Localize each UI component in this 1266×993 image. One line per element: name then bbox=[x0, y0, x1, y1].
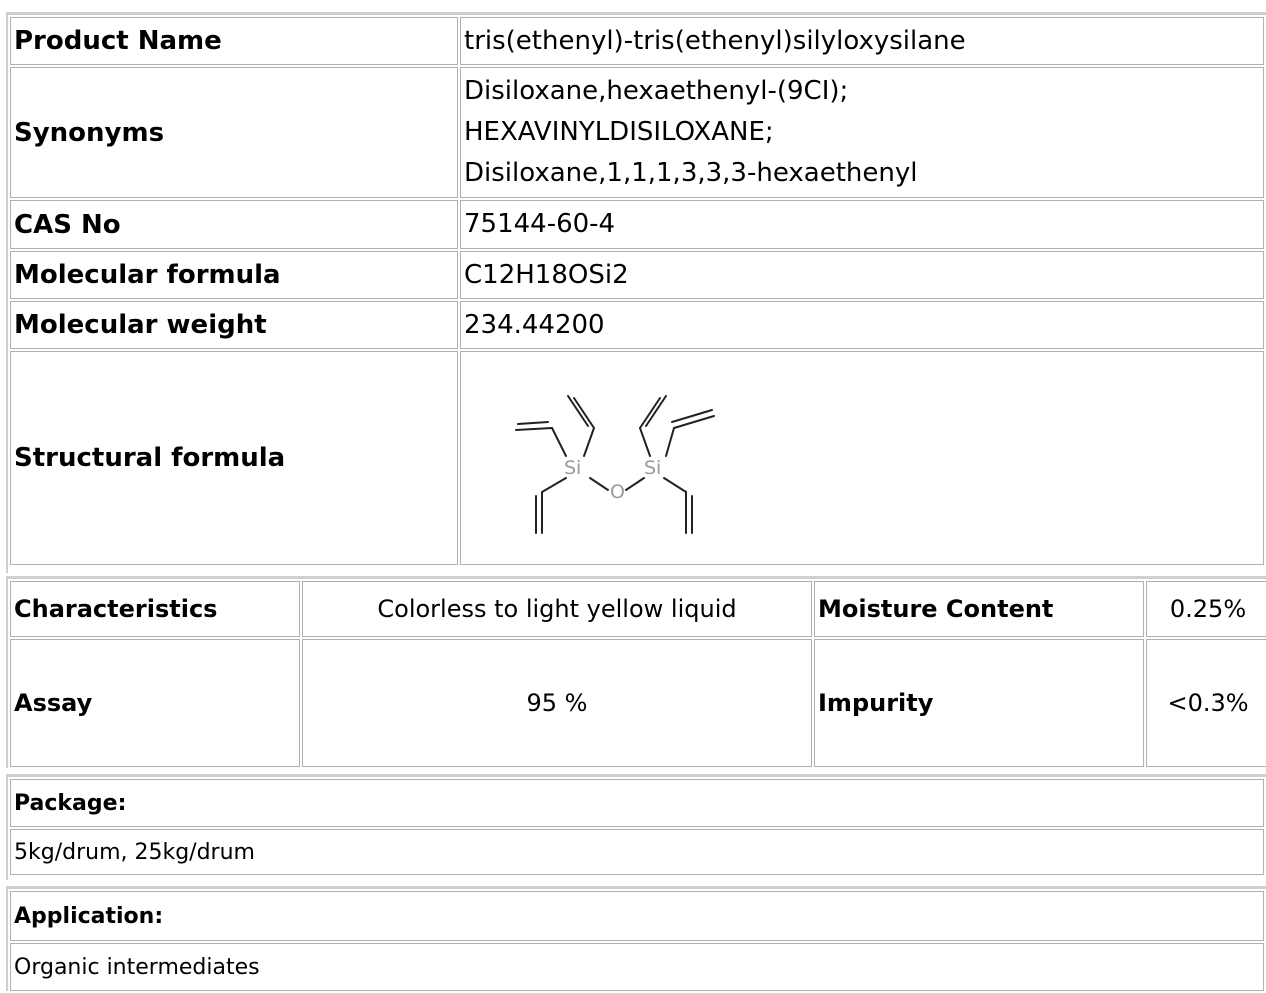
table-row: 5kg/drum, 25kg/drum bbox=[10, 829, 1264, 875]
oxygen-atom-label: O bbox=[610, 481, 625, 503]
characteristics-label: Characteristics bbox=[10, 581, 300, 637]
moisture-content-label: Moisture Content bbox=[814, 581, 1144, 637]
assay-value: 95 % bbox=[302, 639, 812, 767]
package-section: Package: 5kg/drum, 25kg/drum bbox=[6, 774, 1266, 880]
impurity-value: <0.3% bbox=[1146, 639, 1266, 767]
table-row: Molecular formula C12H18OSi2 bbox=[10, 251, 1264, 299]
moisture-content-value: 0.25% bbox=[1146, 581, 1266, 637]
synonym-item: Disiloxane,hexaethenyl-(9CI); bbox=[464, 76, 849, 106]
synonyms-label: Synonyms bbox=[10, 67, 458, 198]
molecular-formula-value: C12H18OSi2 bbox=[460, 251, 1264, 299]
table-row: Molecular weight 234.44200 bbox=[10, 301, 1264, 349]
application-value: Organic intermediates bbox=[10, 943, 1264, 991]
table-row: Structural formula bbox=[10, 351, 1264, 565]
cas-no-value: 75144-60-4 bbox=[460, 200, 1264, 249]
product-info-table: Product Name tris(ethenyl)-tris(ethenyl)… bbox=[8, 15, 1266, 567]
table-row: Organic intermediates bbox=[10, 943, 1264, 991]
package-table: Package: 5kg/drum, 25kg/drum bbox=[8, 777, 1266, 877]
silicon-atom-label: Si bbox=[564, 457, 581, 479]
assay-label: Assay bbox=[10, 639, 300, 767]
synonym-item: HEXAVINYLDISILOXANE; bbox=[464, 117, 774, 147]
molecular-weight-label: Molecular weight bbox=[10, 301, 458, 349]
product-info-section: Product Name tris(ethenyl)-tris(ethenyl)… bbox=[6, 12, 1266, 573]
application-table: Application: Organic intermediates bbox=[8, 889, 1266, 993]
structural-formula-label: Structural formula bbox=[10, 351, 458, 565]
table-row: Synonyms Disiloxane,hexaethenyl-(9CI); H… bbox=[10, 67, 1264, 198]
application-label: Application: bbox=[10, 891, 1264, 941]
molecular-formula-label: Molecular formula bbox=[10, 251, 458, 299]
table-row: Application: bbox=[10, 891, 1264, 941]
table-row: Assay 95 % Impurity <0.3% bbox=[10, 639, 1266, 767]
synonym-item: Disiloxane,1,1,1,3,3,3-hexaethenyl bbox=[464, 158, 918, 188]
table-row: Characteristics Colorless to light yello… bbox=[10, 581, 1266, 637]
specs-section: Characteristics Colorless to light yello… bbox=[6, 576, 1266, 768]
cas-no-label: CAS No bbox=[10, 200, 458, 249]
silicon-atom-label: Si bbox=[644, 457, 661, 479]
application-section: Application: Organic intermediates bbox=[6, 886, 1266, 991]
product-name-label: Product Name bbox=[10, 17, 458, 65]
specs-table: Characteristics Colorless to light yello… bbox=[8, 579, 1266, 769]
package-value: 5kg/drum, 25kg/drum bbox=[10, 829, 1264, 875]
package-label: Package: bbox=[10, 779, 1264, 827]
table-row: Product Name tris(ethenyl)-tris(ethenyl)… bbox=[10, 17, 1264, 65]
molecular-weight-value: 234.44200 bbox=[460, 301, 1264, 349]
synonyms-value: Disiloxane,hexaethenyl-(9CI); HEXAVINYLD… bbox=[460, 67, 1264, 198]
table-row: Package: bbox=[10, 779, 1264, 827]
product-name-value: tris(ethenyl)-tris(ethenyl)silyloxysilan… bbox=[460, 17, 1264, 65]
table-row: CAS No 75144-60-4 bbox=[10, 200, 1264, 249]
structural-formula-image: Si O Si bbox=[515, 395, 715, 534]
impurity-label: Impurity bbox=[814, 639, 1144, 767]
structural-formula-cell: Si O Si bbox=[460, 351, 1264, 565]
characteristics-value: Colorless to light yellow liquid bbox=[302, 581, 812, 637]
